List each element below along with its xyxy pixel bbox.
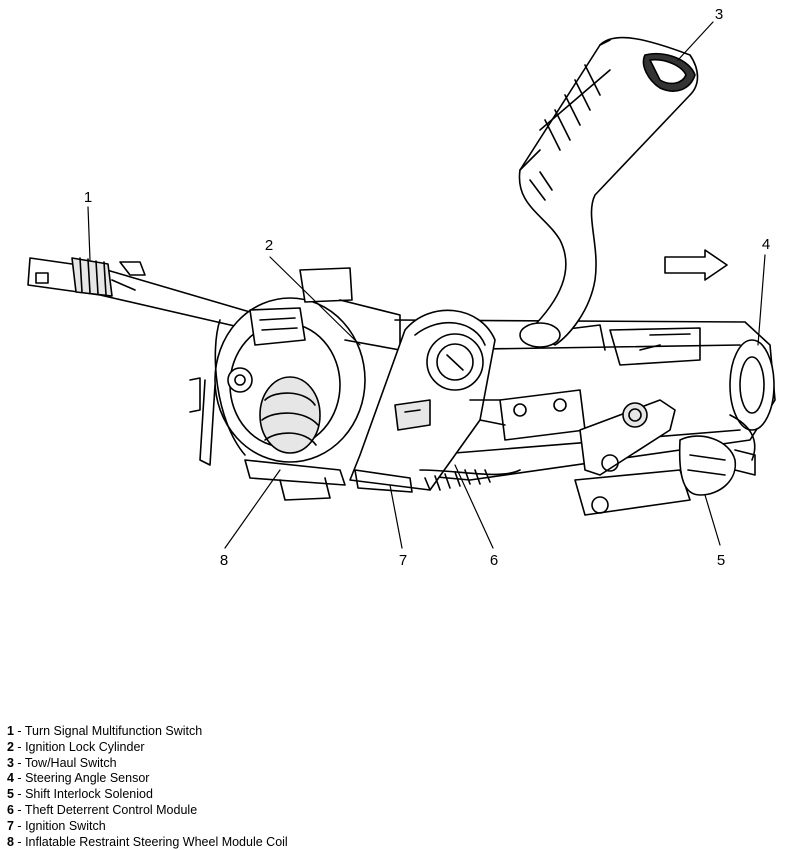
- legend-name: Ignition Switch: [25, 818, 106, 833]
- legend-item: 5 - Shift Interlock Soleniod: [7, 787, 288, 803]
- callout-label-4: 4: [762, 236, 770, 253]
- legend-num: 2: [7, 739, 14, 754]
- legend-separator: -: [13, 739, 26, 754]
- callout-label-3: 3: [715, 6, 723, 23]
- callout-label-6: 6: [490, 552, 498, 569]
- legend-separator: -: [13, 787, 26, 802]
- legend-num: 6: [7, 802, 14, 817]
- legend-name: Inflatable Restraint Steering Wheel Modu…: [25, 834, 288, 849]
- legend-num: 7: [7, 818, 14, 833]
- legend-item: 6 - Theft Deterrent Control Module: [7, 803, 288, 819]
- turn-signal-stalk: [27, 257, 253, 331]
- callout-label-1: 1: [84, 189, 92, 206]
- callout-label-7: 7: [399, 552, 407, 569]
- steering-column-diagram: 1 2 3 4 5 6 7 8: [27, 6, 776, 569]
- callout-labels: 1 2 3 4 5 6 7 8: [84, 6, 770, 569]
- callout-label-5: 5: [717, 552, 725, 569]
- forward-arrow: [664, 249, 728, 281]
- legend-name: Theft Deterrent Control Module: [24, 802, 198, 817]
- ignition-housing: [349, 309, 496, 493]
- legend-item: 3 - Tow/Haul Switch: [7, 756, 288, 772]
- legend: 1 - Turn Signal Multifunction Switch 2 -…: [7, 724, 288, 850]
- legend-item: 4 - Steering Angle Sensor: [7, 771, 288, 787]
- switch-housing: [189, 267, 401, 501]
- legend-name: Ignition Lock Cylinder: [25, 739, 145, 754]
- legend-name: Turn Signal Multifunction Switch: [24, 724, 203, 738]
- legend-item: 8 - Inflatable Restraint Steering Wheel …: [7, 835, 288, 850]
- legend-name: Shift Interlock Soleniod: [25, 787, 153, 802]
- interlock-assembly: [574, 399, 756, 516]
- legend-separator: -: [13, 818, 26, 833]
- legend-num: 1: [7, 724, 14, 738]
- legend-separator: -: [13, 755, 25, 770]
- legend-separator: -: [13, 771, 26, 786]
- legend-item: 1 - Turn Signal Multifunction Switch: [7, 724, 288, 740]
- legend-name: Steering Angle Sensor: [25, 771, 150, 786]
- legend-num: 8: [7, 834, 14, 849]
- leader-lines: [87, 21, 766, 549]
- legend-separator: -: [13, 834, 26, 849]
- legend-separator: -: [13, 802, 25, 817]
- legend-item: 2 - Ignition Lock Cylinder: [7, 740, 288, 756]
- legend-num: 3: [7, 755, 14, 770]
- legend-num: 5: [7, 787, 14, 802]
- legend-name: Tow/Haul Switch: [24, 755, 117, 770]
- shift-lever: [518, 36, 699, 348]
- legend-item: 7 - Ignition Switch: [7, 819, 288, 835]
- legend-separator: -: [13, 724, 25, 738]
- callout-label-8: 8: [220, 552, 228, 569]
- legend-num: 4: [7, 771, 14, 786]
- callout-label-2: 2: [265, 237, 273, 254]
